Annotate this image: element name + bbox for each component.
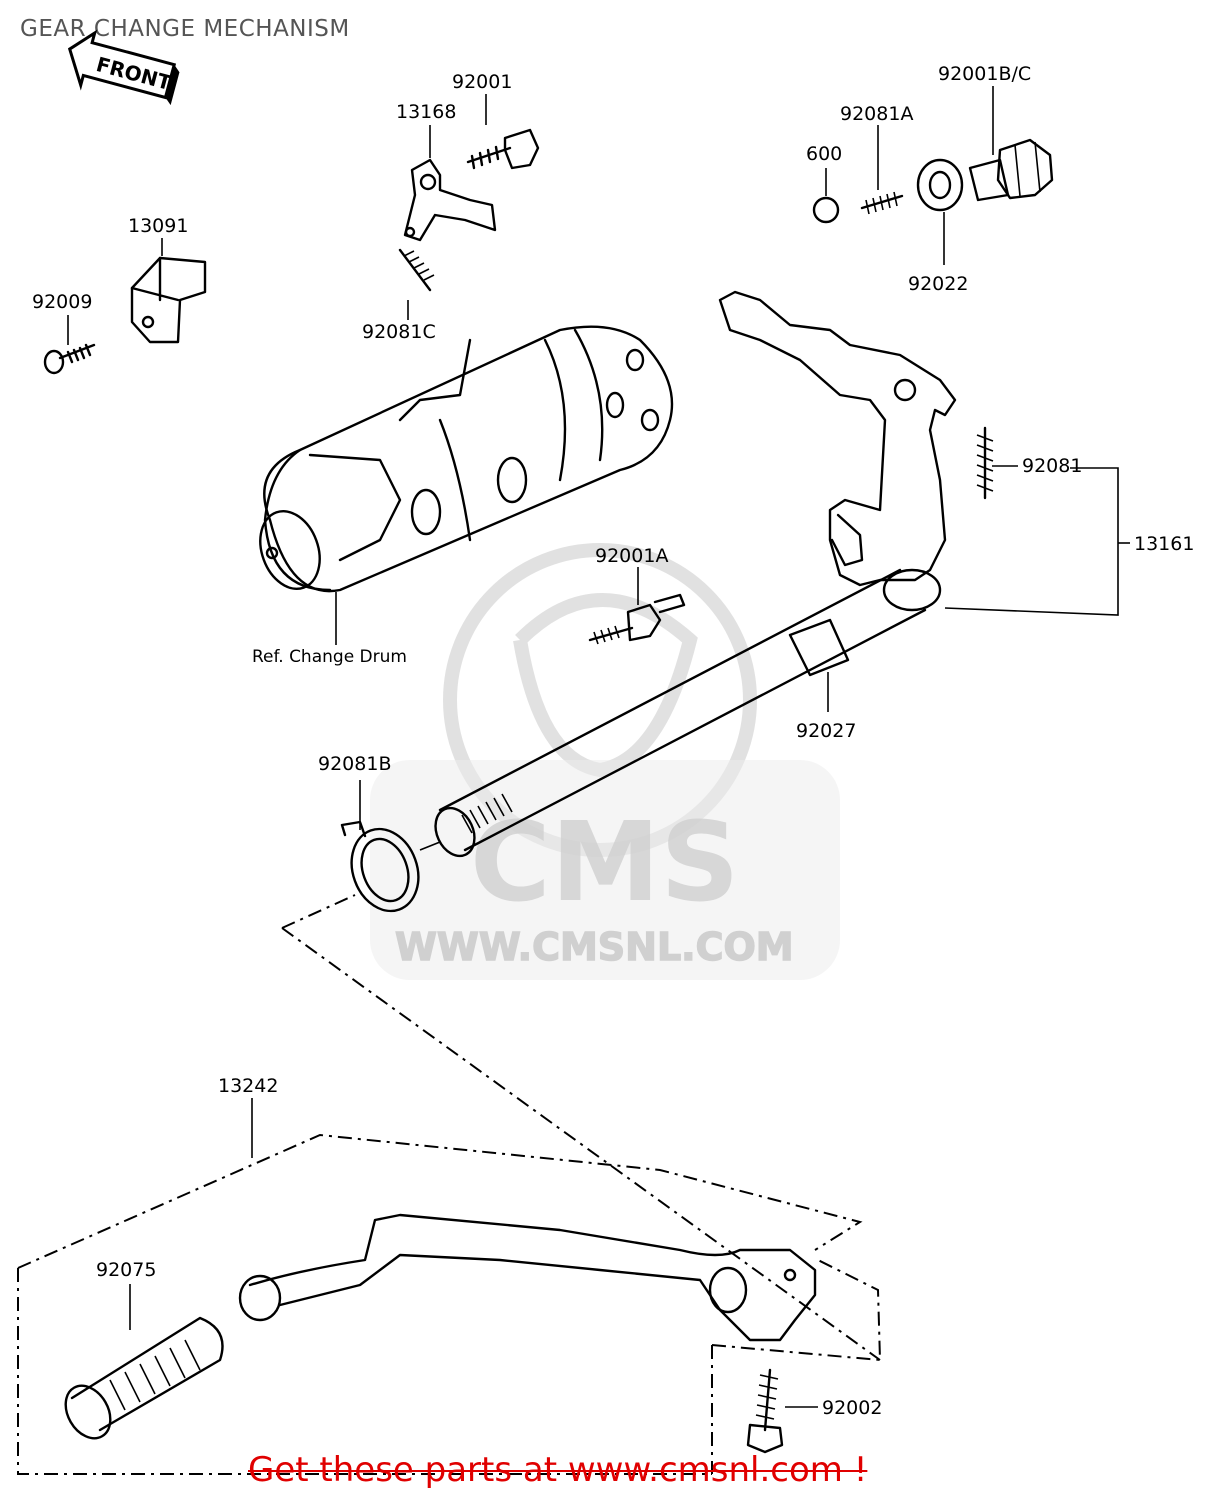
label-13242: 13242: [218, 1075, 278, 1097]
rubber-92075: [64, 1316, 224, 1440]
label-13091: 13091: [128, 215, 188, 237]
washer-92022: [916, 158, 964, 212]
spring-92081: [976, 426, 994, 500]
change-drum: [259, 325, 674, 593]
footer-shop-link[interactable]: Get these parts at www.cmsnl.com !: [248, 1450, 868, 1490]
label-92001: 92001: [452, 71, 512, 93]
bolt-92001: [466, 128, 540, 170]
label-92081B: 92081B: [318, 753, 391, 775]
watermark-url: WWW.CMSNL.COM: [395, 925, 794, 969]
shift-shaft-assembly: [419, 290, 957, 858]
label-92081A: 92081A: [840, 103, 913, 125]
bracket-13091: [130, 256, 207, 344]
label-92002: 92002: [822, 1397, 882, 1419]
label-92027: 92027: [796, 720, 856, 742]
pedal-13242: [238, 1213, 817, 1342]
watermark-brand: CMS: [470, 798, 739, 926]
label-92001BC: 92001B/C: [938, 63, 1031, 85]
lever-13168: [403, 158, 497, 242]
label-92081C: 92081C: [362, 321, 436, 343]
screw-92009: [43, 343, 96, 375]
front-arrow: FRONT: [67, 29, 180, 106]
label-92081: 92081: [1022, 455, 1082, 477]
label-92001A: 92001A: [595, 545, 668, 567]
page-title: GEAR CHANGE MECHANISM: [20, 16, 350, 42]
label-92009: 92009: [32, 291, 92, 313]
ref-change-drum-label: Ref. Change Drum: [252, 647, 407, 667]
ball-600: [812, 196, 840, 224]
label-92022: 92022: [908, 273, 968, 295]
cms-watermark: CMS WWW.CMSNL.COM: [370, 543, 840, 980]
plug-92001BC: [968, 138, 1054, 202]
spring-92081A: [860, 191, 904, 215]
label-92075: 92075: [96, 1259, 156, 1281]
stud-92001A: [588, 593, 686, 645]
label-13168: 13168: [396, 101, 456, 123]
spring-92081C: [398, 248, 435, 292]
label-13161: 13161: [1134, 533, 1194, 555]
spring-92081B: [340, 820, 420, 913]
label-600: 600: [806, 143, 842, 165]
bolt-92002: [746, 1368, 784, 1454]
